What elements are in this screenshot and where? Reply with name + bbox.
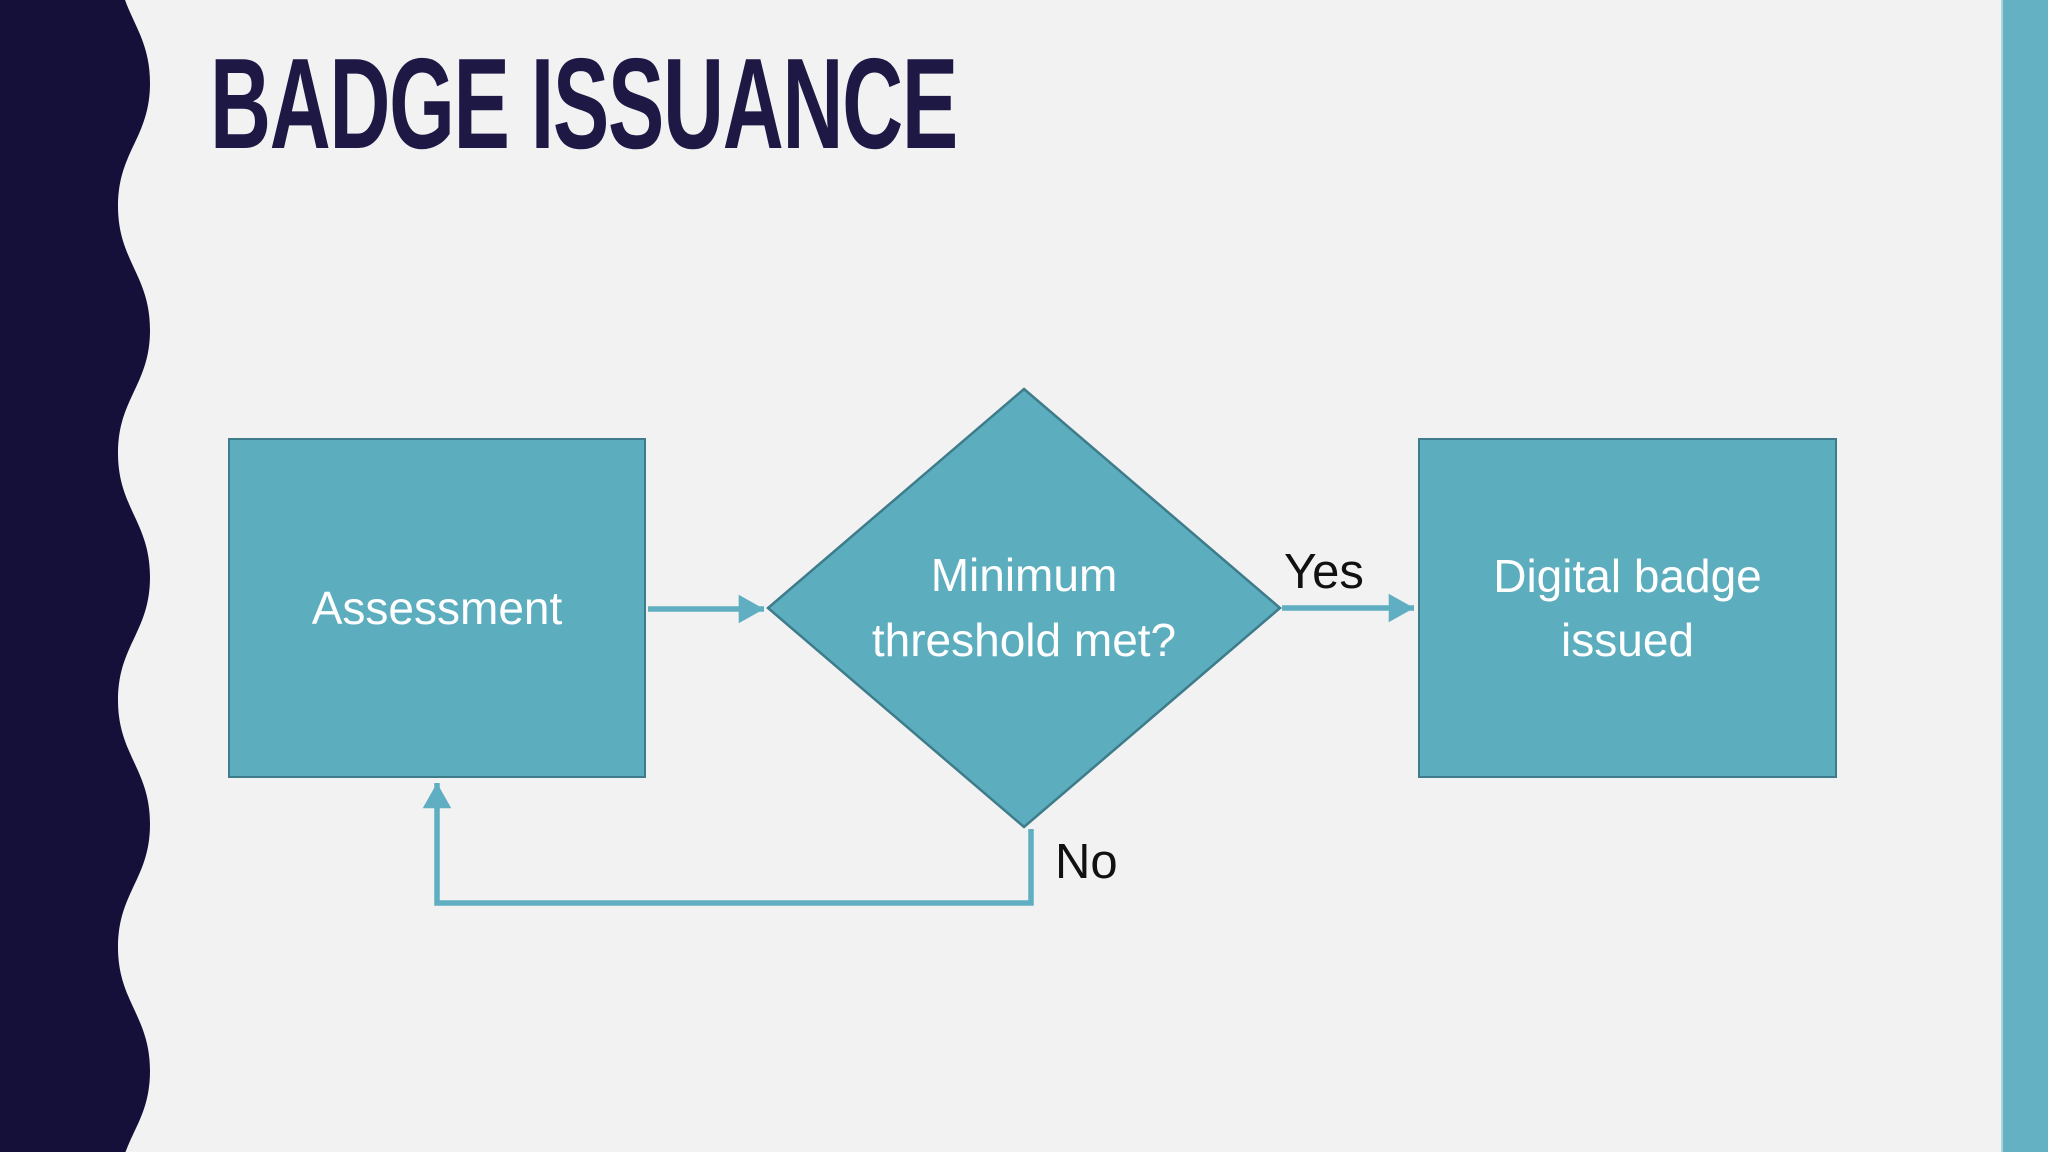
node-digital-badge-issued-label: Digital badge issued xyxy=(1493,550,1762,666)
accent-stripe xyxy=(2001,0,2048,1152)
node-decision: Minimum threshold met? xyxy=(854,440,1194,776)
edge-label-yes: Yes xyxy=(1284,545,1364,599)
page-title: BADGE ISSUANCE xyxy=(210,32,958,176)
sidebar-wave xyxy=(0,0,150,1152)
node-decision-label: Minimum threshold met? xyxy=(871,549,1177,666)
edge-label-no: No xyxy=(1055,835,1118,889)
node-assessment: Assessment xyxy=(228,438,646,778)
node-assessment-label: Assessment xyxy=(311,582,563,634)
decision-diamond-shape xyxy=(766,387,1282,829)
node-digital-badge-issued: Digital badge issued xyxy=(1418,438,1837,778)
connector-decision-to-assessment xyxy=(422,782,1034,906)
